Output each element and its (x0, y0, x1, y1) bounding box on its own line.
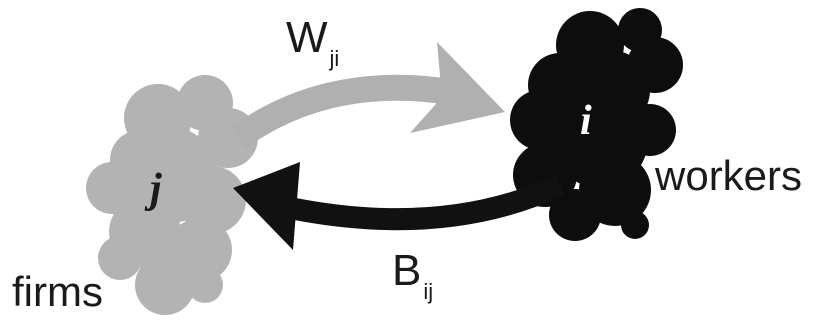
firms-caption: firms (12, 268, 103, 315)
edge-label-w-subscript: ji (329, 46, 340, 71)
edge-label-b: Bij (392, 246, 433, 304)
edge-label-b-subscript: ij (423, 279, 433, 304)
arrow-w-shaft (230, 74, 452, 149)
arrow-b-shaft (287, 175, 565, 231)
arrow-b-head (233, 162, 300, 250)
firms-cluster (86, 75, 258, 315)
workers-node-symbol: i (580, 98, 592, 144)
arrow-w-head (410, 42, 505, 133)
workers-caption: workers (654, 152, 802, 199)
edge-label-w: Wji (286, 13, 339, 71)
workers-cluster (510, 8, 683, 241)
